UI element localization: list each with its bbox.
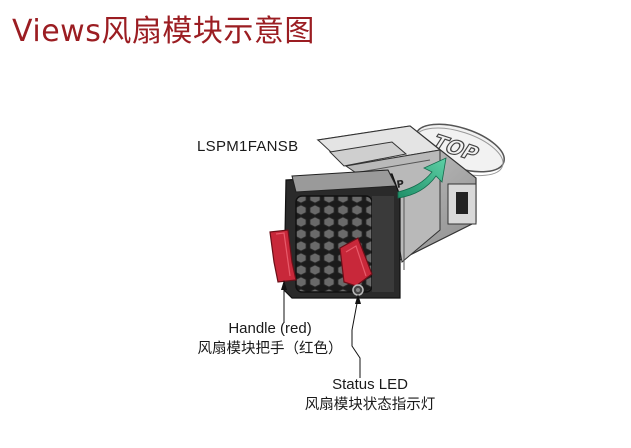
handle-right (339, 237, 373, 287)
status-led-callout-zh: 风扇模块状态指示灯 (304, 397, 436, 413)
status-led-callout: Status LED 风扇模块状态指示灯 (260, 374, 480, 416)
handle-callout-en: Handle (red) (228, 320, 312, 337)
handle-callout-zh: 风扇模块把手（红色） (197, 341, 343, 357)
insert-direction-arrow (397, 157, 447, 199)
fan-front-panel (283, 169, 401, 299)
handle-callout: Handle (red) 风扇模块把手（红色） (180, 318, 360, 360)
page-title: Views风扇模块示意图 (12, 14, 315, 49)
handle-left (269, 229, 297, 283)
status-led-callout-en: Status LED (332, 376, 408, 393)
model-label: LSPM1FANSB (197, 138, 299, 155)
led-leader-line (351, 297, 361, 378)
